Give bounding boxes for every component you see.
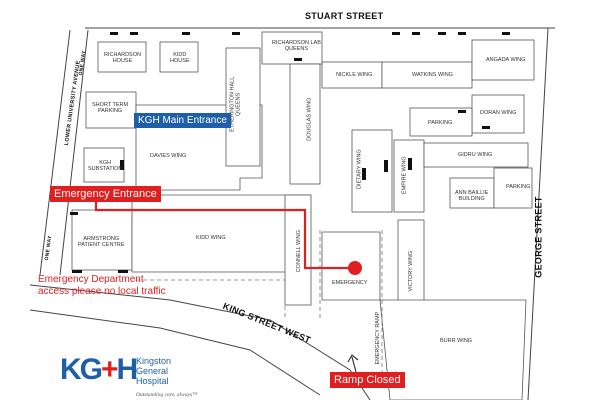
kidd-wing-shape [131,194,311,273]
watkins-wing-shape [381,61,473,89]
lower-university-edge-right [59,29,89,276]
parking-george-shape [493,167,533,209]
ann-baillie-shape [449,177,495,209]
connell-wing-shape [284,194,312,306]
angada-wing-label: ANGADA WING [486,57,526,63]
emergency-route-line [94,200,355,270]
dietary-wing-label: DIETARY WING [356,149,363,190]
victory-wing-label: VICTORY WING [408,250,415,292]
short-term-parking-label: SHORT TERM PARKING [92,102,129,115]
logo-letter-h: H [116,353,139,386]
douglas-wing-shape [289,63,321,185]
davies-wing-label: DAVIES WING [150,153,187,159]
watkins-wing-label: WATKINS WING [412,72,453,78]
richardson-lab-label: RICHARDSON LAB QUEENS [272,40,321,53]
nickle-wing-shape [321,61,383,89]
george-street-label: GEORGE STREET [533,196,544,278]
gidru-wing-label: GIDRU WING [458,152,493,158]
etherington-hall-shape [225,47,261,167]
empire-wing-label: EMPIRE WING [401,156,408,194]
parking-markers [70,32,510,273]
kgh-logo-name: Kingston General Hospital [136,356,172,387]
emergency-label: EMERGENCY [332,280,368,286]
george-street-edge [527,27,549,400]
gidru-wing-shape [423,142,529,168]
emergency-entrance-tag: Emergency Entrance [50,186,161,202]
ramp-closed-arrow [347,354,359,373]
logo-name-line3: Hospital [136,375,169,386]
doran-wing-shape [471,94,525,134]
logo-name-line2: General [136,365,169,376]
burr-wing-shape [379,299,527,400]
kidd-house-label: KIDD HOUSE [170,52,190,65]
ann-baillie-label: ANN BAILLIE BUILDING [455,190,489,203]
lower-university-edge-left [39,29,71,276]
angada-wing-shape [471,39,535,81]
parking-east-label: PARKING [428,120,453,126]
kgh-substation-shape [83,147,125,183]
richardson-house-shape [97,41,147,73]
emergency-destination-dot [348,261,362,275]
kidd-house-shape [159,41,199,73]
richardson-house-label: RICHARDSON HOUSE [104,52,141,65]
king-street-edge-bottom [29,309,321,396]
kgh-main-entrance-tag: KGH Main Entrance [134,113,231,128]
armstrong-centre-label: ARMSTRONG PATIENT CENTRE [78,236,125,249]
kgh-logo-tagline: Outstanding care, always™ [136,392,198,398]
logo-name-line1: Kingston [136,356,172,366]
etherington-hall-label: ETHERINGTON HALL QUEENS [229,76,242,132]
empire-wing-shape [393,139,425,213]
ramp-closed-tag: Ramp Closed [330,372,405,388]
kidd-wing-label: KIDD WING [196,235,226,241]
parking-george-label: PARKING [506,184,531,190]
burr-wing-label: BURR WING [440,338,473,344]
connell-wing-label: CONNELL WING [295,230,302,273]
ed-access-note-line1: Emergency Department [38,274,144,285]
ed-access-note: Emergency Department access please no lo… [38,274,166,297]
richardson-lab-shape [261,31,323,65]
logo-letters-kg: KG [60,353,103,386]
stuart-street-label: STUART STREET [305,11,384,21]
kgh-substation-label: KGH SUBSTATION [88,160,123,173]
kgh-logo-mark: KG+H [60,353,139,387]
doran-wing-label: DORAN WING [480,110,517,116]
armstrong-centre-shape [71,209,133,271]
emergency-ramp-label: EMERGENCY RAMP [375,311,382,365]
ed-access-note-line2: access please no local traffic [38,285,166,297]
logo-plus-icon: + [101,353,118,386]
nickle-wing-label: NICKLE WING [336,72,373,78]
dashed-path-1 [136,279,286,318]
douglas-wing-label: DOUGLAS WING [306,97,313,141]
